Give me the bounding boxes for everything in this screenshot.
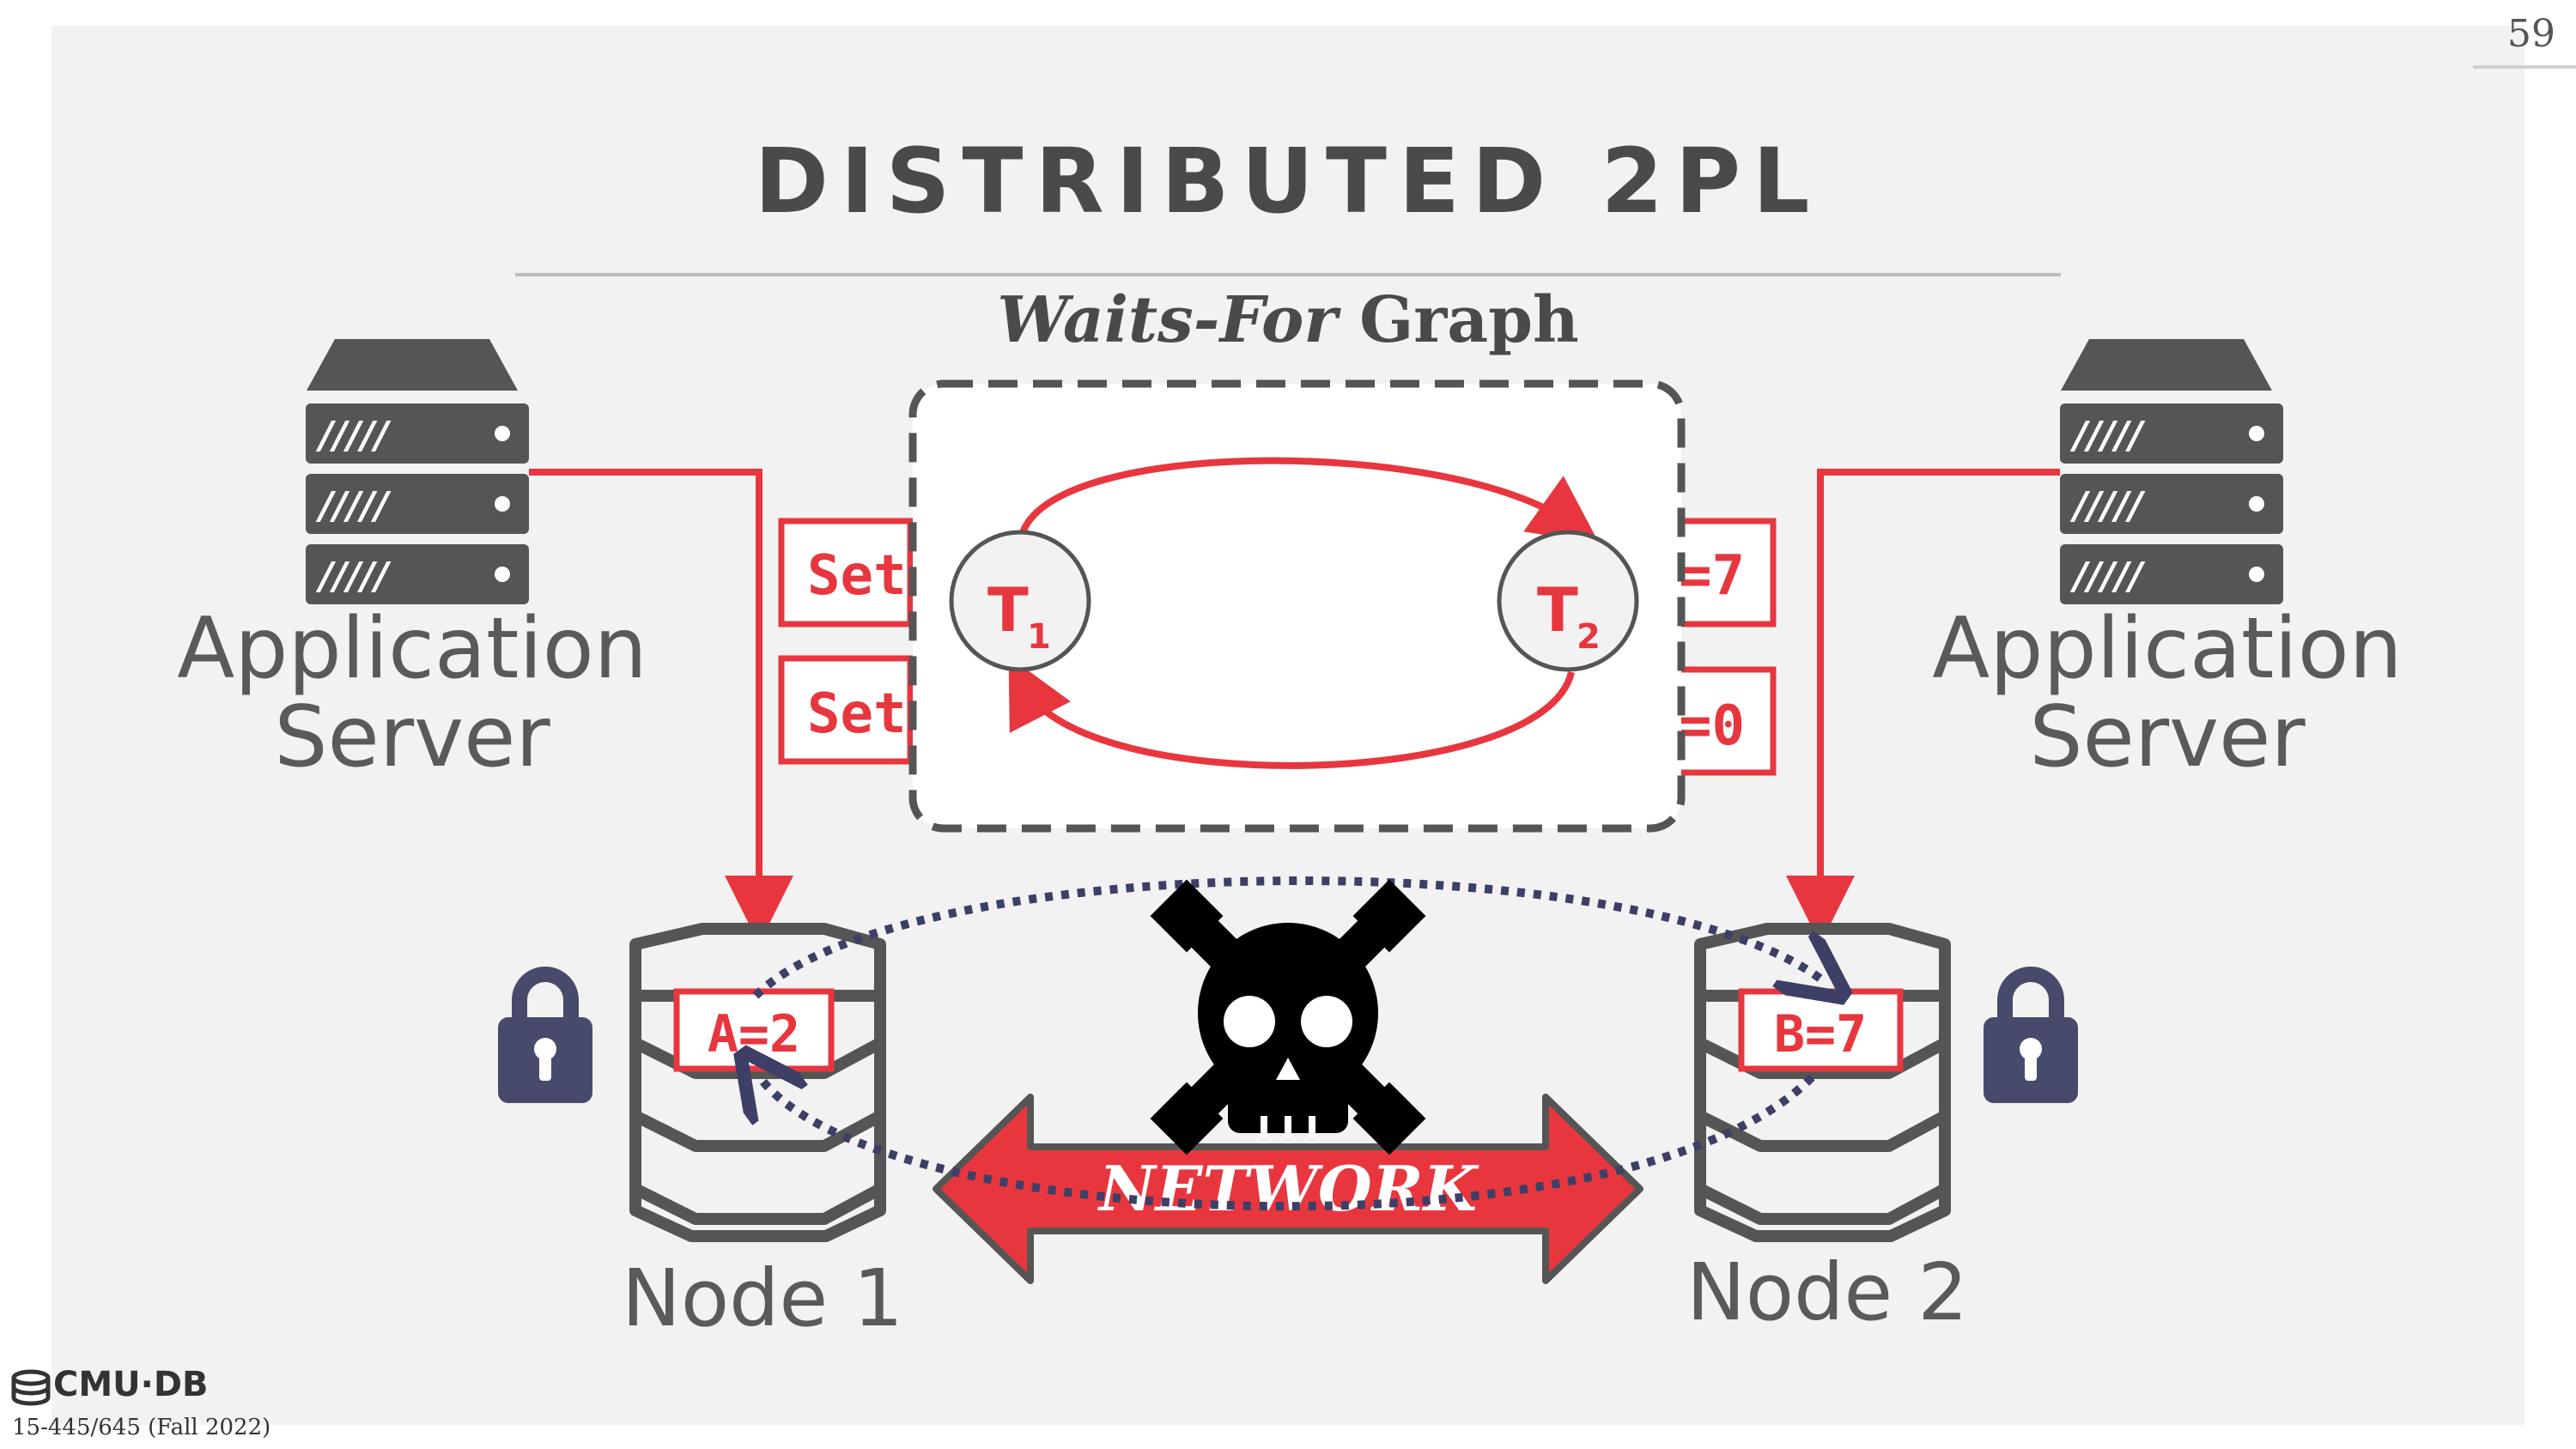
- footer-course: 15-445/645 (Fall 2022): [12, 1415, 271, 1440]
- svg-text://///: /////: [315, 555, 392, 598]
- left-request-box-bottom: [778, 655, 914, 765]
- waits-for-title-italic: Waits-For: [997, 283, 1338, 357]
- node1-lock-icon: [498, 967, 592, 1103]
- left-server-icon: ///// ///// /////: [306, 339, 529, 604]
- dotted-arc-node2-to-node1: [760, 1077, 1815, 1211]
- node2-value: B=7: [1774, 1004, 1867, 1064]
- node1-database-icon: [629, 923, 886, 1242]
- right-request-text-bottom: =0: [1679, 694, 1745, 758]
- page-number: 59: [2507, 12, 2555, 56]
- svg-text://///: /////: [315, 414, 392, 458]
- waits-for-graph-title: Waits-For Graph: [910, 283, 1666, 357]
- right-request-text-top: =7: [1679, 544, 1745, 608]
- edge-t1-to-t2: [1018, 457, 1600, 544]
- t2-label: T: [1537, 575, 1578, 646]
- title-underline: [515, 273, 2061, 276]
- network-double-arrow: [933, 1094, 1643, 1284]
- cmu-db-logo-icon: [11, 1369, 51, 1406]
- slide-title: DISTRIBUTED 2PL: [754, 129, 1822, 233]
- right-server-label: Application Server: [1927, 605, 2408, 782]
- node1-value: A=2: [708, 1004, 800, 1064]
- t1-label: T: [987, 575, 1029, 646]
- left-request-text-bottom: Set: [807, 682, 907, 746]
- waits-for-graph-box: [908, 379, 1686, 833]
- edge-t2-to-t1: [1008, 656, 1575, 769]
- left-server-label: Application Server: [172, 605, 653, 782]
- left-server-label-line1: Application: [177, 600, 647, 698]
- footer-logo-text: CMU·DB: [53, 1365, 209, 1404]
- node1-label: Node 1: [622, 1252, 903, 1344]
- svg-text://///: /////: [2069, 484, 2146, 528]
- dotted-arc-node1-to-node2: [752, 876, 1820, 996]
- t1-subscript: 1: [1027, 617, 1051, 657]
- right-server-label-line1: Application: [1932, 600, 2403, 698]
- svg-text://///: /////: [2069, 414, 2146, 458]
- right-server-to-node2-line: [1786, 469, 2060, 944]
- node2-label: Node 2: [1686, 1246, 1968, 1338]
- txn-node-t2: [1497, 530, 1639, 672]
- left-server-to-node1-line: [529, 469, 793, 944]
- right-server-icon: ///// ///// /////: [2060, 339, 2283, 604]
- svg-text://///: /////: [315, 484, 392, 528]
- left-request-box-top: [778, 518, 914, 627]
- t2-subscript: 2: [1577, 617, 1601, 657]
- right-server-label-line2: Server: [2029, 688, 2306, 786]
- svg-text://///: /////: [2069, 555, 2146, 598]
- page-number-rule: [2473, 65, 2576, 69]
- left-server-label-line2: Server: [274, 688, 550, 786]
- node2-lock-icon: [1984, 967, 2078, 1103]
- waits-for-title-rest: Graph: [1359, 283, 1579, 357]
- left-request-text-top: Set: [807, 544, 907, 608]
- network-label: NETWORK: [1097, 1152, 1479, 1225]
- txn-node-t1: [949, 530, 1091, 672]
